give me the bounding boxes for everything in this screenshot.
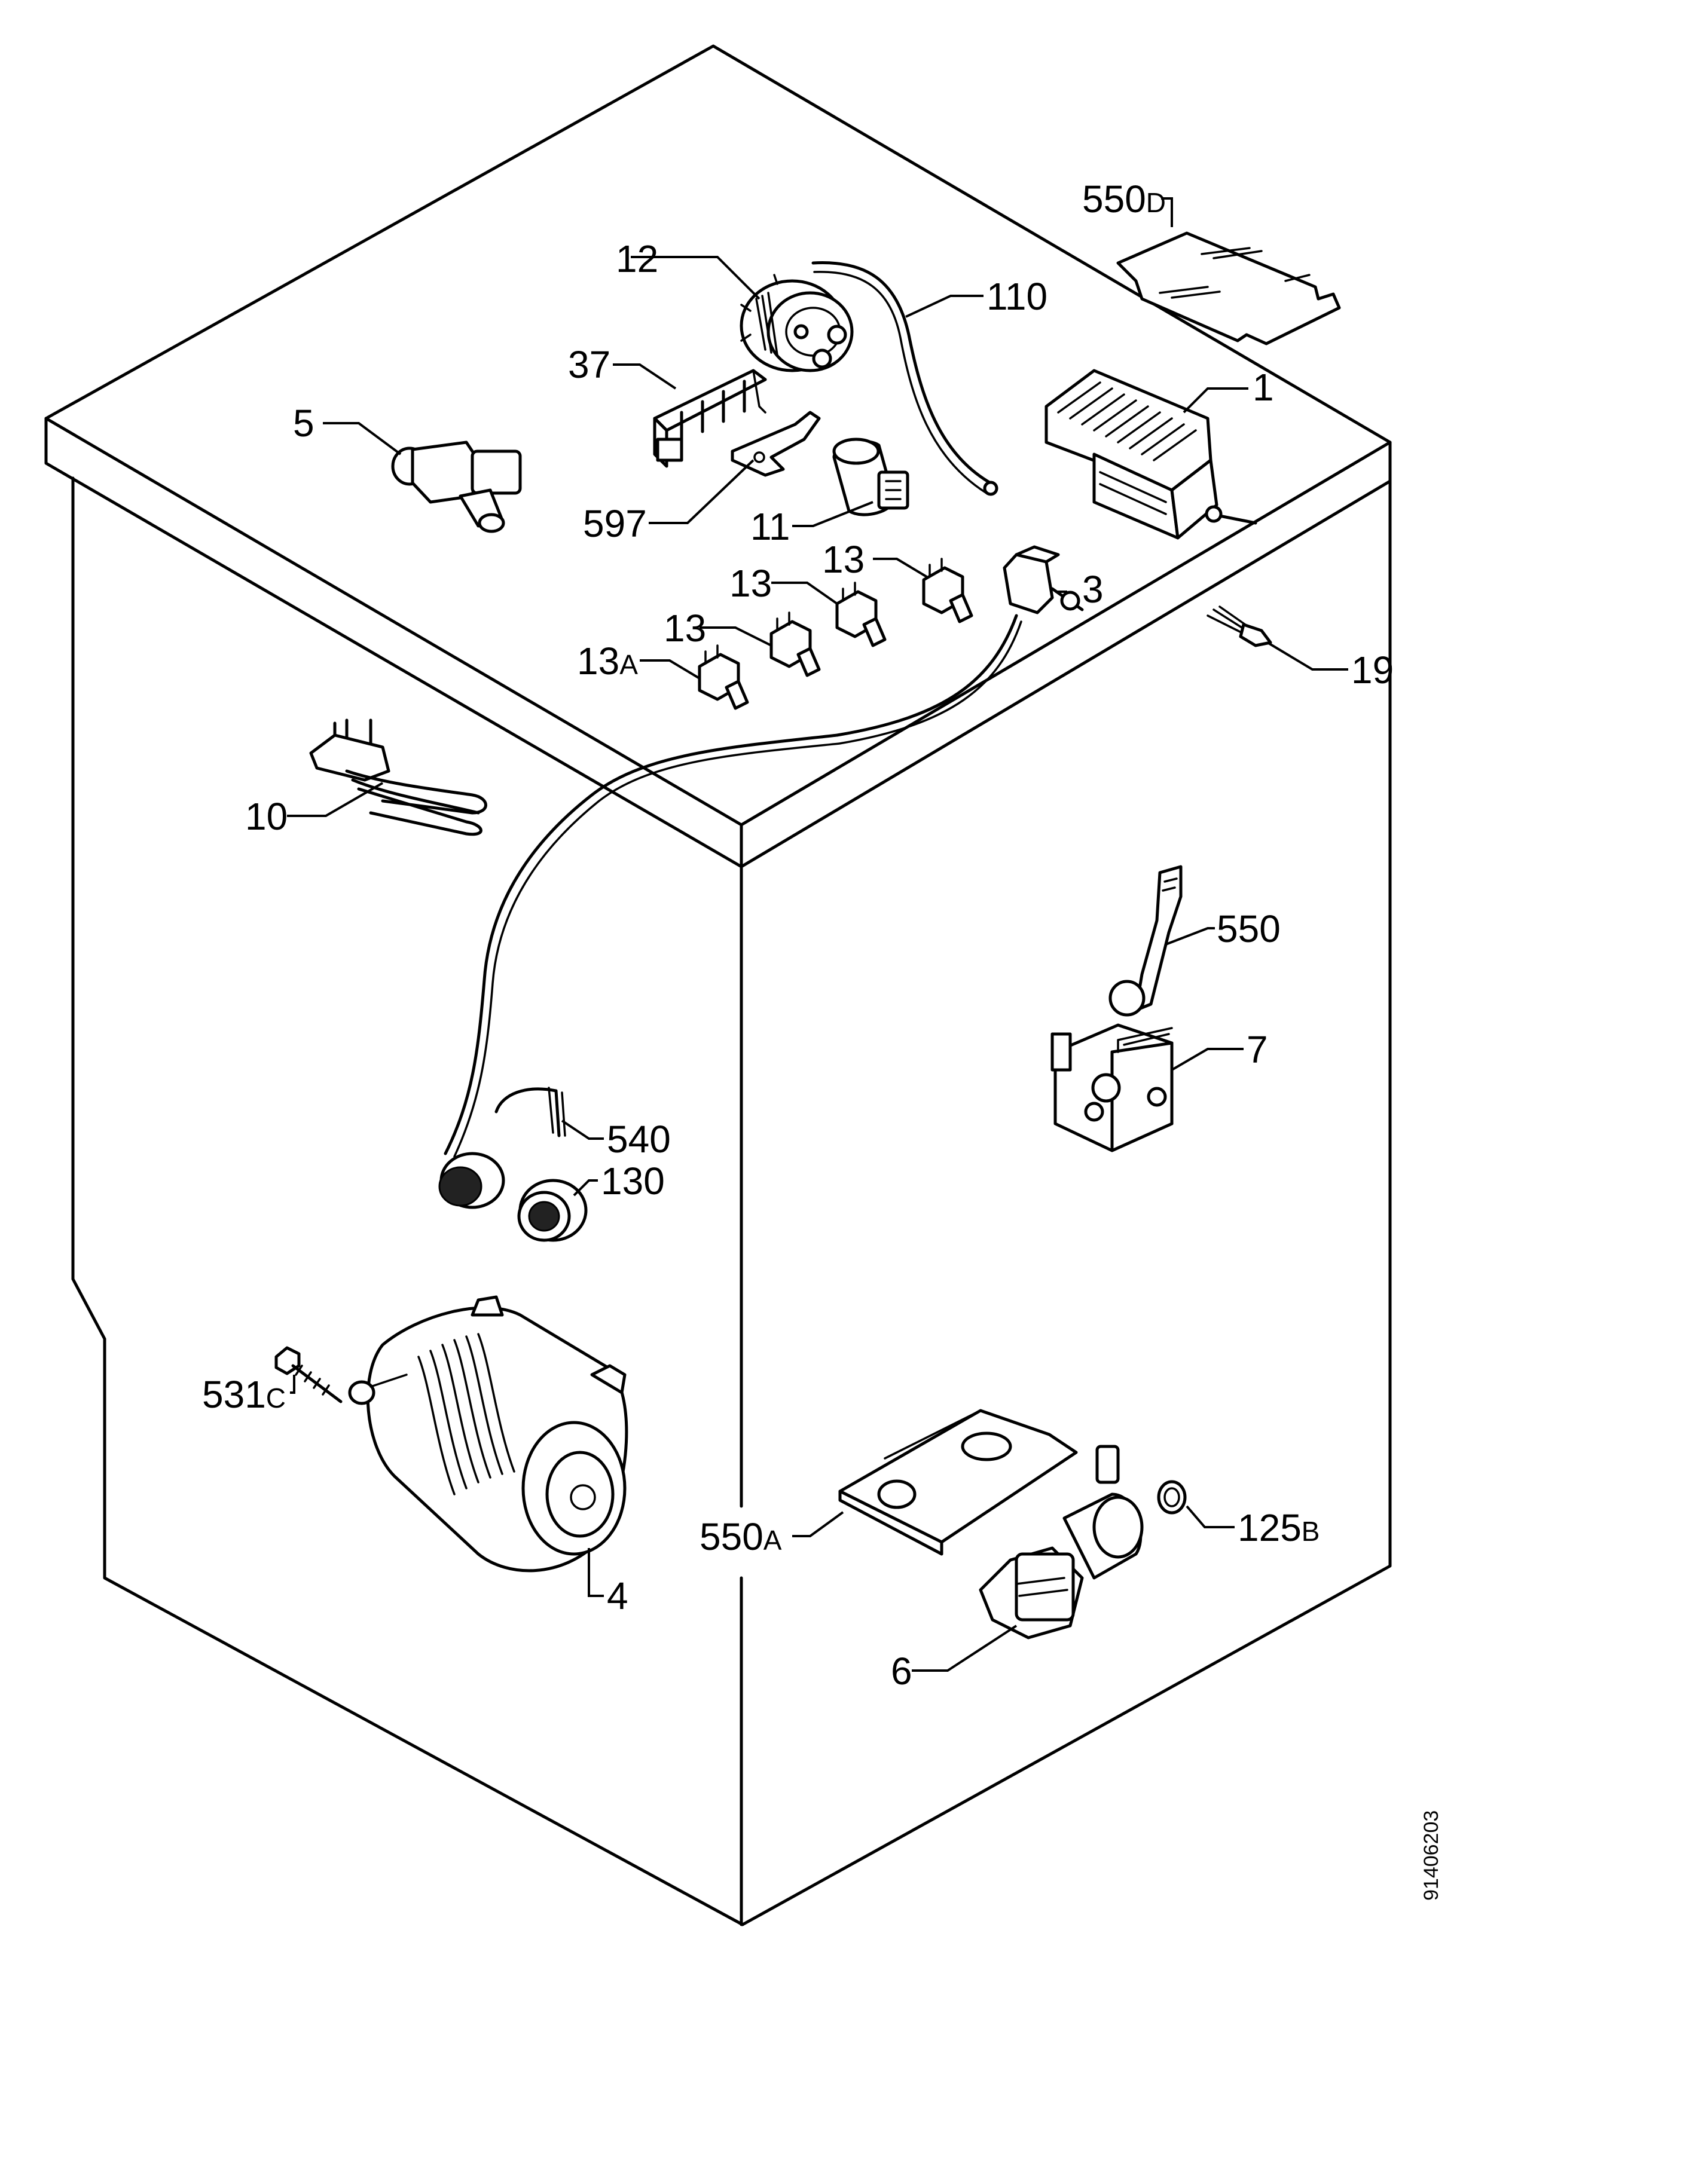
callout-125b: 125B <box>1238 1506 1320 1549</box>
part-grommet-cable-end <box>438 1152 505 1209</box>
callout-550: 550 <box>1217 907 1281 950</box>
part-3-door-switch <box>1003 545 1084 614</box>
part-11-suppressor <box>832 438 909 516</box>
callout-3: 3 <box>1082 568 1104 611</box>
callout-130: 130 <box>601 1160 665 1203</box>
part-4-motor <box>348 1295 628 1573</box>
part-19-temperature-sensor <box>1207 605 1272 647</box>
part-531c-screw <box>274 1346 343 1403</box>
callout-13a: 13A <box>577 640 638 683</box>
callout-12: 12 <box>616 237 658 280</box>
callout-10: 10 <box>245 795 288 838</box>
callout-13-3: 13 <box>664 607 706 650</box>
part-550d-cover-plate <box>1116 231 1341 345</box>
part-5-hose-connector <box>391 441 522 533</box>
callout-13-2: 13 <box>729 562 772 605</box>
callout-19: 19 <box>1351 649 1394 692</box>
wiring-harness-cable <box>444 614 1018 1155</box>
part-6-drain-pump <box>979 1445 1144 1639</box>
part-13-connector-2 <box>835 582 887 647</box>
callout-7: 7 <box>1247 1028 1268 1071</box>
leader-lines <box>287 197 1348 1672</box>
callout-5: 5 <box>293 402 314 445</box>
part-37-terminal-block <box>653 369 767 468</box>
part-130-grommet <box>517 1179 588 1242</box>
part-540-clip <box>494 1087 566 1137</box>
cabinet-outline <box>44 44 1392 1926</box>
callout-13-1: 13 <box>822 538 865 581</box>
part-110-pressure-hose <box>811 261 994 486</box>
part-550a-cover <box>838 1409 1078 1556</box>
callout-110: 110 <box>986 275 1047 318</box>
callout-1: 1 <box>1253 366 1274 409</box>
callout-531c: 531C <box>202 1373 286 1416</box>
callout-550a: 550A <box>700 1515 782 1558</box>
callout-540: 540 <box>607 1118 671 1161</box>
part-12-pressure-switch <box>740 274 854 372</box>
callout-4: 4 <box>607 1574 628 1617</box>
callout-11: 11 <box>750 505 790 548</box>
document-number: 91406203 <box>1420 1810 1443 1901</box>
callout-labels: 550D 1 3 12 110 37 5 597 11 13 13 13 13A… <box>202 178 1394 1693</box>
part-550-door-lever <box>1134 865 1183 1012</box>
part-597-bracket <box>731 411 821 477</box>
callout-6: 6 <box>891 1650 912 1693</box>
part-13a-connector <box>698 644 749 710</box>
callout-550d: 550D <box>1082 178 1166 221</box>
part-1-timer <box>1044 369 1257 540</box>
part-125b-seal-ring <box>1157 1480 1187 1515</box>
part-13-connector-1 <box>922 558 973 623</box>
part-10-heater <box>309 718 487 836</box>
callout-597: 597 <box>583 502 647 545</box>
part-13-connector-3 <box>769 611 821 677</box>
part-7-door-interlock <box>1050 980 1174 1152</box>
callout-37: 37 <box>568 343 610 386</box>
